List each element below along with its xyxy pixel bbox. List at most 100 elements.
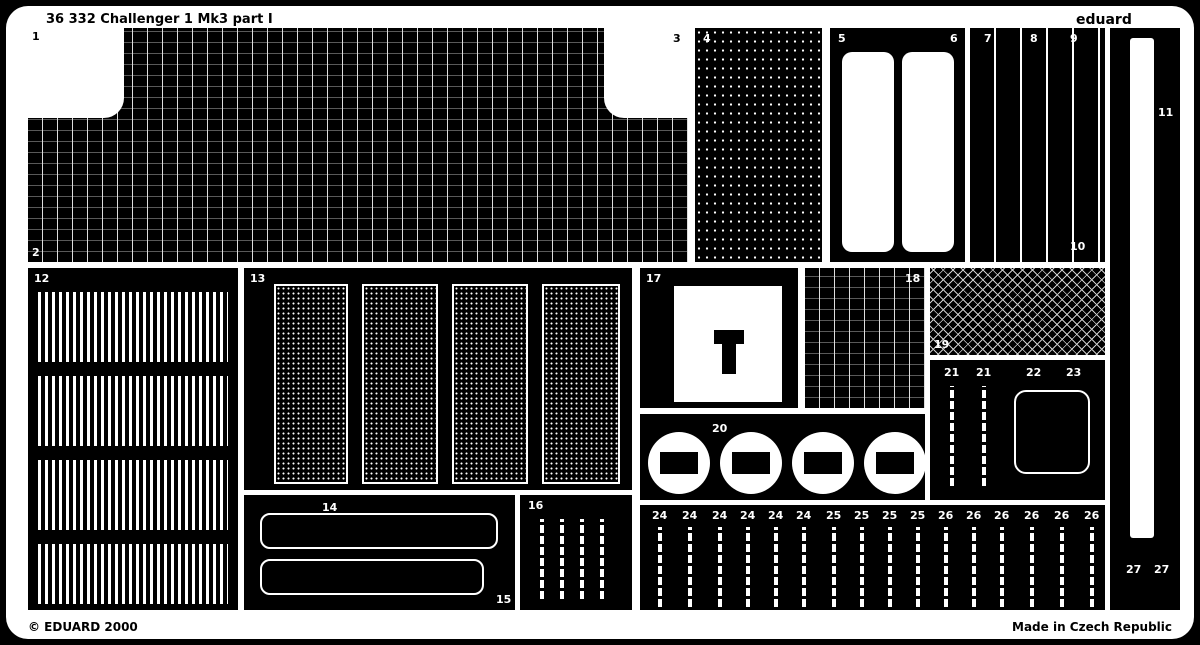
part-number: 2 [32, 246, 40, 259]
part-number: 9 [1070, 32, 1078, 45]
mesh-screen [542, 284, 620, 484]
part-5-6-panel: 5 6 [830, 28, 965, 262]
part-25 [860, 527, 864, 607]
part-26 [1060, 527, 1064, 607]
part-26 [1090, 527, 1094, 607]
part-20-disc [648, 432, 710, 494]
part-number: 6 [950, 32, 958, 45]
part-24 [802, 527, 806, 607]
part-20-disc [720, 432, 782, 494]
brand-logo: eduard [1076, 12, 1132, 28]
part-24 [658, 527, 662, 607]
part-1-2-3-panel: 1 3 2 [28, 28, 688, 262]
part-26 [972, 527, 976, 607]
part-number: 27 [1154, 563, 1170, 576]
part-number: 5 [838, 32, 846, 45]
part-7-10-panel: 7 8 9 10 [970, 28, 1105, 262]
photo-etch-fret: 36 332 Challenger 1 Mk3 part I eduard 1 … [6, 6, 1194, 639]
part-17-panel: 17 [640, 268, 798, 408]
part-5 [842, 52, 894, 252]
part-12-strip [38, 460, 228, 530]
part-12-strip [38, 292, 228, 362]
part-25 [888, 527, 892, 607]
part-19-panel: 19 [930, 268, 1105, 355]
part-24 [688, 527, 692, 607]
part-number: 4 [703, 32, 711, 45]
part-12-strip [38, 544, 228, 604]
part-number: 22 [1026, 366, 1042, 379]
corner-bracket-left [28, 28, 124, 118]
part-number: 12 [34, 272, 50, 285]
part-11 [1130, 38, 1154, 538]
part-26 [1030, 527, 1034, 607]
part-25 [916, 527, 920, 607]
part-number: 21 [944, 366, 960, 379]
part-number: 14 [322, 501, 338, 514]
part-number: 19 [934, 338, 950, 351]
part-18-panel: 18 [805, 268, 925, 408]
part-number: 24 [796, 509, 812, 522]
part-16 [560, 519, 564, 599]
part-16-panel: 16 [520, 495, 632, 610]
part-26 [1000, 527, 1004, 607]
part-16 [580, 519, 584, 599]
part-number: 16 [528, 499, 544, 512]
part-number: 3 [673, 32, 681, 45]
part-17 [674, 286, 782, 402]
part-number: 26 [994, 509, 1010, 522]
part-12-panel: 12 [28, 268, 238, 610]
part-12-strip [38, 376, 228, 446]
part-number: 23 [1066, 366, 1082, 379]
part-number: 10 [1070, 240, 1086, 253]
part-25 [832, 527, 836, 607]
part-number: 18 [905, 272, 921, 285]
part-21 [950, 386, 954, 486]
part-number: 26 [938, 509, 954, 522]
part-number: 24 [740, 509, 756, 522]
part-number: 25 [910, 509, 926, 522]
part-20-disc [792, 432, 854, 494]
part-16 [600, 519, 604, 599]
part-number: 7 [984, 32, 992, 45]
mesh-screen [274, 284, 348, 484]
part-number: 26 [1024, 509, 1040, 522]
part-number: 20 [712, 422, 728, 435]
copyright-text: © EDUARD 2000 [28, 620, 138, 634]
part-20-disc [864, 432, 926, 494]
part-24 [774, 527, 778, 607]
part-number: 26 [966, 509, 982, 522]
origin-text: Made in Czech Republic [1012, 620, 1172, 634]
part-number: 25 [826, 509, 842, 522]
part-number: 15 [496, 593, 512, 606]
fret-title: 36 332 Challenger 1 Mk3 part I [46, 12, 273, 27]
part-number: 1 [32, 30, 40, 43]
part-11-27-panel: 11 27 27 [1110, 28, 1180, 610]
part-14 [260, 513, 498, 549]
part-13-panel: 13 [244, 268, 632, 490]
part-21 [982, 386, 986, 486]
part-number: 24 [712, 509, 728, 522]
part-number: 17 [646, 272, 662, 285]
part-4-panel: 4 [695, 28, 822, 262]
part-number: 11 [1158, 106, 1174, 119]
part-24 [718, 527, 722, 607]
corner-bracket-right [604, 28, 688, 118]
part-15 [260, 559, 484, 595]
part-number: 26 [1054, 509, 1070, 522]
part-26 [944, 527, 948, 607]
part-16 [540, 519, 544, 599]
part-24 [746, 527, 750, 607]
part-number: 25 [854, 509, 870, 522]
part-21-23-panel: 21 21 22 23 [930, 360, 1105, 500]
part-14-15-panel: 14 15 [244, 495, 515, 610]
part-22-23 [1014, 390, 1090, 474]
part-number: 26 [1084, 509, 1100, 522]
part-20-panel: 20 [640, 414, 926, 500]
part-number: 27 [1126, 563, 1142, 576]
part-24-26-panel: 24 24 24 24 24 24 25 25 25 25 26 26 26 2… [640, 505, 1105, 610]
part-number: 24 [652, 509, 668, 522]
part-number: 24 [682, 509, 698, 522]
part-number: 24 [768, 509, 784, 522]
part-number: 13 [250, 272, 266, 285]
part-number: 8 [1030, 32, 1038, 45]
